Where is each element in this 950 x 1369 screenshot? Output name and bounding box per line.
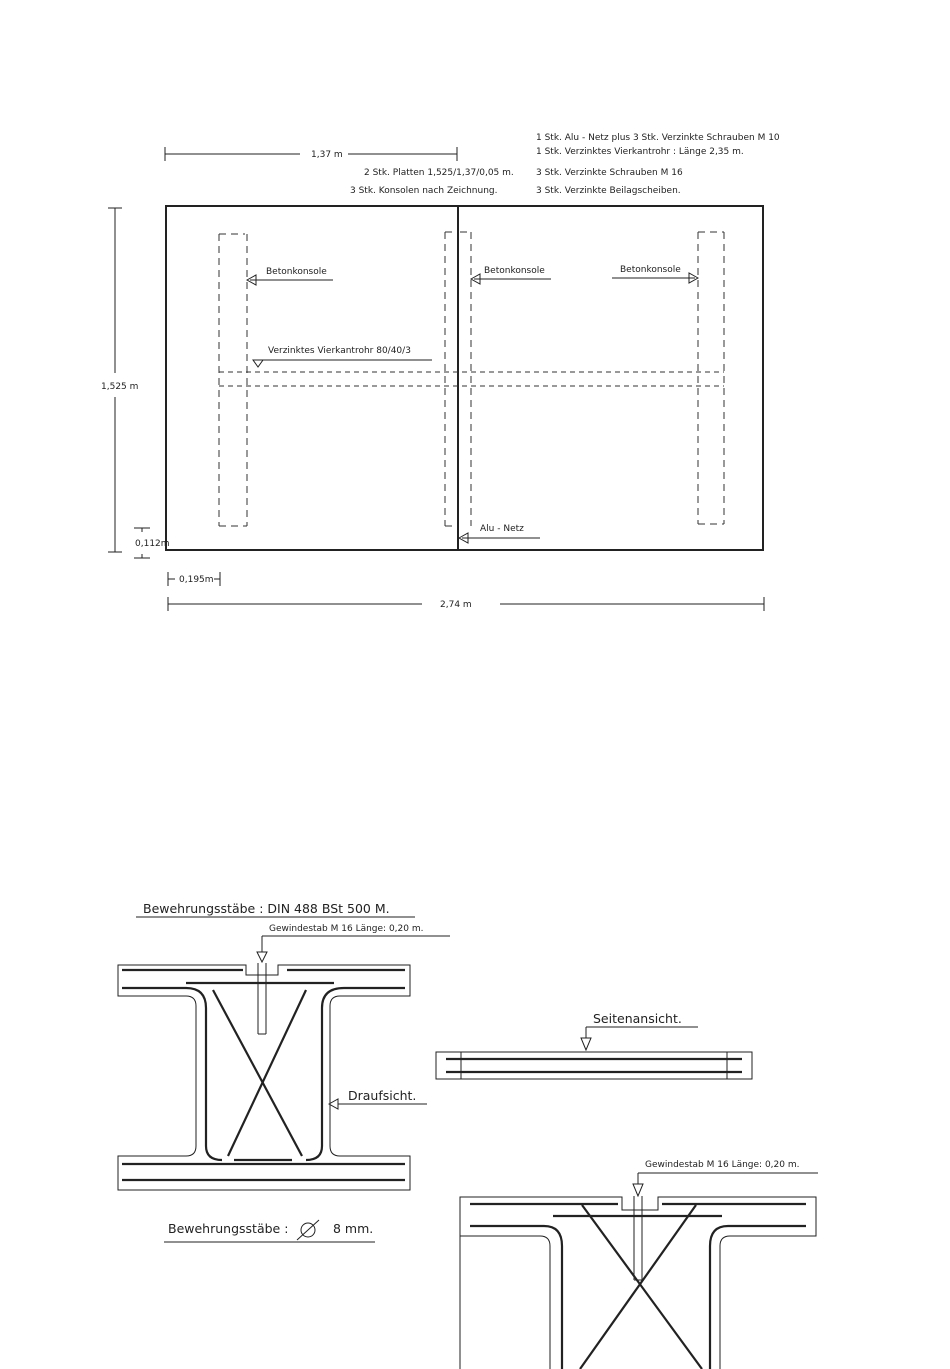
label-threaded-rod-1: Gewindestab M 16 Länge: 0,20 m. [269, 924, 423, 934]
dim-label-small-width: 0,195m [179, 575, 214, 585]
rebar-diameter-prefix: Bewehrungsstäbe : [168, 1221, 288, 1236]
label-console-3: Betonkonsole [620, 265, 681, 275]
label-net: Alu - Netz [480, 524, 524, 534]
partial-view-outline [459, 1196, 817, 1369]
arrow-icon [327, 1098, 339, 1110]
arrow-icon [632, 1183, 644, 1198]
parts-list-item: 3 Stk. Verzinkte Schrauben M 16 [536, 168, 683, 178]
label-side-view: Seitenansicht. [593, 1011, 682, 1026]
rebar-diameter-note: Bewehrungsstäbe : 8 mm. [164, 1219, 375, 1243]
label-console-1: Betonkonsole [266, 267, 327, 277]
arrow-icon [457, 532, 469, 544]
arrow-icon [580, 1037, 592, 1052]
console-center [444, 231, 472, 527]
dimension-small-height: 0,112m [134, 527, 170, 559]
diameter-icon [296, 1219, 320, 1241]
parts-list: 1 Stk. Alu - Netz plus 3 Stk. Verzinkte … [536, 133, 780, 196]
rebar-diameter-value: 8 mm. [333, 1221, 373, 1236]
arrow-icon [256, 951, 268, 964]
top-view-rebars [122, 963, 405, 1182]
table-outline [165, 205, 764, 551]
console-left [218, 233, 248, 527]
parts-list-item: 1 Stk. Alu - Netz plus 3 Stk. Verzinkte … [536, 133, 780, 143]
label-threaded-rod-2: Gewindestab M 16 Länge: 0,20 m. [645, 1160, 799, 1170]
dimension-total-width: 2,74 m [167, 597, 765, 611]
label-console-2: Betonkonsole [484, 266, 545, 276]
callout-console-2: Betonkonsole [469, 266, 551, 285]
callout-tube: Verzinktes Vierkantrohr 80/40/3 [252, 346, 432, 368]
side-view: Seitenansicht. [435, 1011, 753, 1080]
square-tube [219, 371, 724, 387]
dim-label-half-width: 1,37 m [311, 150, 343, 160]
arrow-icon [688, 272, 700, 284]
dim-label-small-height: 0,112m [135, 539, 170, 549]
callout-console-3: Betonkonsole [612, 265, 700, 284]
label-top-view: Draufsicht. [348, 1088, 416, 1103]
dimension-small-width: 0,195m [167, 572, 221, 586]
dimension-height: 1,525 m [101, 207, 138, 553]
dim-label-height: 1,525 m [101, 382, 138, 392]
callout-net: Alu - Netz [457, 524, 540, 544]
console-reinforcement-drawing: Bewehrungsstäbe : DIN 488 BSt 500 M. Gew… [117, 901, 818, 1369]
parts-list-item: 3 Stk. Verzinkte Beilagscheiben. [536, 186, 681, 196]
dim-label-total-width: 2,74 m [440, 600, 472, 610]
parts-list-item: 1 Stk. Verzinktes Vierkantrohr : Länge 2… [536, 147, 744, 157]
note-consoles: 3 Stk. Konsolen nach Zeichnung. [350, 186, 498, 196]
partial-view-rebars [470, 1196, 806, 1369]
label-tube: Verzinktes Vierkantrohr 80/40/3 [268, 346, 411, 356]
title-rebar-spec: Bewehrungsstäbe : DIN 488 BSt 500 M. [143, 901, 390, 916]
top-plan-drawing: 1,37 m 2 Stk. Platten 1,525/1,37/0,05 m.… [101, 133, 780, 611]
note-plates: 2 Stk. Platten 1,525/1,37/0,05 m. [364, 168, 514, 178]
callout-console-1: Betonkonsole [245, 267, 333, 286]
arrow-icon [245, 274, 257, 286]
dimension-half-width: 1,37 m [164, 147, 458, 161]
console-right [697, 231, 725, 525]
arrow-icon [252, 359, 264, 368]
top-view-outline [117, 964, 411, 1191]
arrow-icon [469, 273, 481, 285]
